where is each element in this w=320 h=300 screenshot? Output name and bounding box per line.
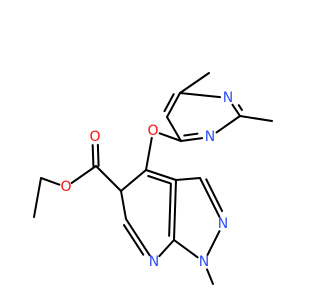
bond-line: [33, 177, 42, 218]
bond-line: [96, 143, 100, 167]
bond-line: [122, 224, 145, 256]
bonds: [33, 72, 273, 285]
atom-label-nitrogen: N: [149, 254, 159, 270]
bond-line: [231, 103, 241, 117]
bond-line: [215, 115, 241, 134]
bond-line: [40, 177, 61, 186]
bond-line: [166, 116, 182, 142]
bond-line: [237, 104, 243, 111]
atom-label-oxygen: O: [147, 123, 158, 139]
bond-line: [173, 239, 199, 259]
bond-line: [158, 132, 182, 142]
bond-line: [173, 179, 177, 241]
bond-line: [199, 177, 221, 218]
bond-line: [91, 144, 95, 168]
bond-line: [183, 132, 199, 137]
bond-line: [120, 169, 147, 192]
bond-line: [125, 218, 151, 257]
bond-line: [70, 165, 97, 184]
bond-line: [163, 93, 175, 113]
bond-line: [206, 268, 214, 285]
molecule-structure: O N N O O N N N: [33, 72, 273, 285]
bond-line: [120, 190, 127, 220]
bond-line: [179, 92, 222, 99]
bond-line: [205, 178, 224, 213]
bond-line: [145, 169, 177, 181]
bond-line: [206, 230, 221, 256]
bond-line: [166, 92, 181, 118]
bond-line: [180, 137, 204, 142]
atom-label-nitrogen: N: [218, 216, 228, 232]
bond-line: [168, 182, 172, 237]
atom-label-nitrogen: N: [223, 90, 233, 106]
atom-label-nitrogen: N: [199, 254, 209, 270]
atom-labels: O N N O O N N N: [60, 90, 233, 270]
bond-line: [175, 177, 201, 181]
atom-label-oxygen: O: [60, 179, 71, 195]
bond-line: [147, 175, 172, 185]
bond-line: [95, 165, 122, 192]
bond-line: [239, 115, 273, 122]
bond-line: [179, 72, 210, 94]
bond-line: [145, 136, 153, 171]
bond-line: [158, 239, 175, 258]
atom-label-nitrogen: N: [205, 129, 215, 145]
atom-label-oxygen: O: [89, 129, 100, 145]
